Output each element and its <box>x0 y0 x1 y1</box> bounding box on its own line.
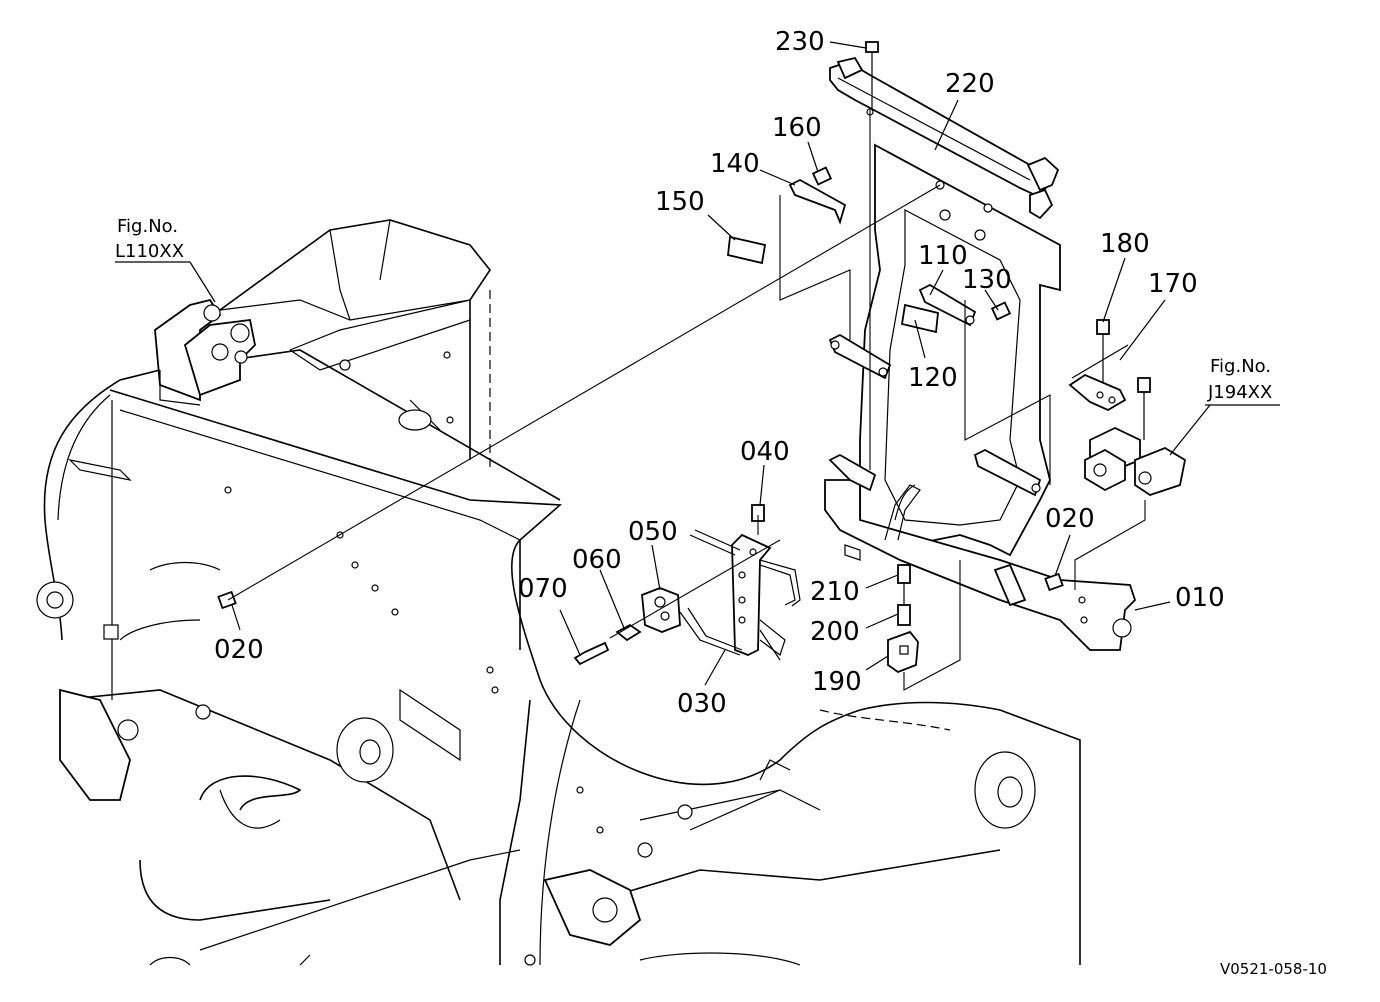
drawing-code: V0521-058-10 <box>1220 960 1327 978</box>
side-brackets <box>727 178 1042 541</box>
callout-020-left: 020 <box>214 635 264 665</box>
callout-160: 160 <box>772 113 822 143</box>
callout-070: 070 <box>518 574 568 604</box>
machine-frame <box>36 219 1081 966</box>
callout-labels: 230 220 160 140 150 110 130 120 180 170 … <box>214 27 1225 719</box>
stay-030 <box>679 529 801 661</box>
callout-130: 130 <box>962 265 1012 295</box>
callout-150: 150 <box>655 187 705 217</box>
callout-110: 110 <box>918 241 968 271</box>
fig-ref-l110xx-number: L110XX <box>115 241 184 262</box>
callout-140: 140 <box>710 149 760 179</box>
fig-ref-j194xx-number: J194XX <box>1207 382 1272 403</box>
callout-200: 200 <box>810 617 860 647</box>
callout-010: 010 <box>1175 583 1225 613</box>
main-bracket-010 <box>824 143 1137 651</box>
top-rail-220 <box>829 56 1060 220</box>
callout-190: 190 <box>812 667 862 697</box>
leader-lines <box>115 41 1280 686</box>
callout-120: 120 <box>908 363 958 393</box>
fig-ref-j194xx-title: Fig.No. <box>1210 356 1271 377</box>
assembly-lines <box>227 110 1146 691</box>
callout-040: 040 <box>740 437 790 467</box>
callout-210: 210 <box>810 577 860 607</box>
callout-050: 050 <box>628 517 678 547</box>
callout-060: 060 <box>572 545 622 575</box>
callout-230: 230 <box>775 27 825 57</box>
callout-170: 170 <box>1148 269 1198 299</box>
fig-ref-l110xx-title: Fig.No. <box>117 216 178 237</box>
callout-020-right: 020 <box>1045 504 1095 534</box>
callout-030: 030 <box>677 689 727 719</box>
callout-180: 180 <box>1100 229 1150 259</box>
callout-220: 220 <box>945 69 995 99</box>
figure-references: Fig.No. L110XX Fig.No. J194XX <box>115 216 1272 403</box>
